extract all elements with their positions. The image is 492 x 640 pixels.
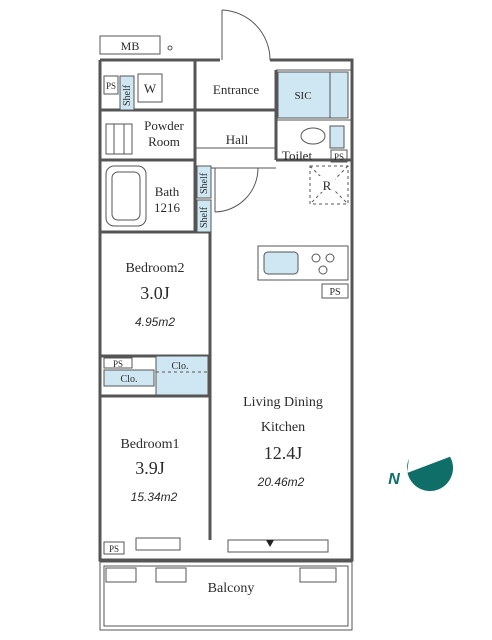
bath-label-2: 1216 [154,200,181,215]
balcony-unit-3 [299,567,337,583]
entrance-label: Entrance [213,82,259,97]
ps-box-bottom-left [103,541,125,555]
ldk-name-1: Living Dining [243,395,323,410]
bedroom-divider-wall [100,356,212,540]
closet-label-bedroom1: Clo. [121,374,138,385]
balcony-label: Balcony [208,581,255,596]
entrance-door-swing [221,9,271,61]
shelf-box-hall-lower [196,199,212,233]
bedroom1-size: 3.9J [135,458,165,478]
north-label: N [388,471,400,488]
closet-label-bedroom2: Clo. [172,361,189,372]
shelf-label-top-left: Shelf [122,84,133,106]
hall-label: Hall [226,132,249,147]
window-marker [266,540,274,547]
ps-box-toilet [330,149,348,163]
shelf-label-hall-upper: Shelf [199,172,210,194]
hall-door-swing [214,167,259,213]
toilet-tank [329,125,345,149]
interior-walls-upper [100,60,352,234]
bedroom1-area: 15.34m2 [131,490,178,504]
shelf-label-hall-lower: Shelf [199,206,210,228]
ps-label-toilet: PS [334,152,344,162]
bath-label-1: Bath [155,184,180,199]
washer-label: W [144,81,157,96]
closet-bedroom1 [103,369,155,387]
kitchen-counter [257,245,349,281]
stove-burner-3 [318,265,328,275]
bedroom2-area: 4.95m2 [135,315,175,329]
ps-box-top-left [103,75,119,95]
refrigerator-label-bg [319,176,335,192]
washer-box [137,73,163,103]
ps-label-bottom-left: PS [109,544,119,554]
closet-bedroom2 [155,355,209,397]
ps-label-closet: PS [113,359,123,369]
window-bedroom1 [135,537,181,551]
bedroom2-size: 3.0J [140,283,170,303]
outer-wall [98,58,354,562]
balcony-unit-1 [105,567,137,583]
ldk-area: 20.46m2 [257,475,305,489]
vanity [105,123,133,155]
stove-burner-2 [325,253,335,263]
refrigerator-box [309,165,349,205]
interior-walls-thin [195,69,352,169]
ps-box-kitchen [321,283,349,299]
ps-label-kitchen: PS [329,287,340,298]
mb-label: MB [121,39,140,53]
stove-burner-1 [311,253,321,263]
bedroom2-name: Bedroom2 [125,261,184,276]
sic-box [277,71,349,119]
shelf-box-hall-upper [196,165,212,199]
ldk-size: 12.4J [264,443,303,463]
mb-box [99,35,161,55]
ps-box-closet [103,357,133,369]
powder-room-label-1: Powder [144,118,184,133]
bathtub-inner [111,171,141,221]
window-ldk [227,539,329,553]
ldk-name-2: Kitchen [261,420,305,435]
ps-label-top-left: PS [106,81,116,91]
balcony-outline [99,561,353,631]
balcony-unit-2 [155,567,187,583]
bedroom1-name: Bedroom1 [120,437,179,452]
bathtub [105,165,147,227]
powder-room-label-2: Room [148,134,180,149]
shelf-box-top-left [119,75,135,111]
refrigerator-label: R [323,178,332,193]
kitchen-sink [263,251,299,275]
sic-label: SIC [294,90,311,102]
mb-marker [167,45,173,51]
toilet-label: Toilet [282,148,313,163]
north-compass-needle [407,442,452,473]
toilet-bowl [300,127,326,145]
